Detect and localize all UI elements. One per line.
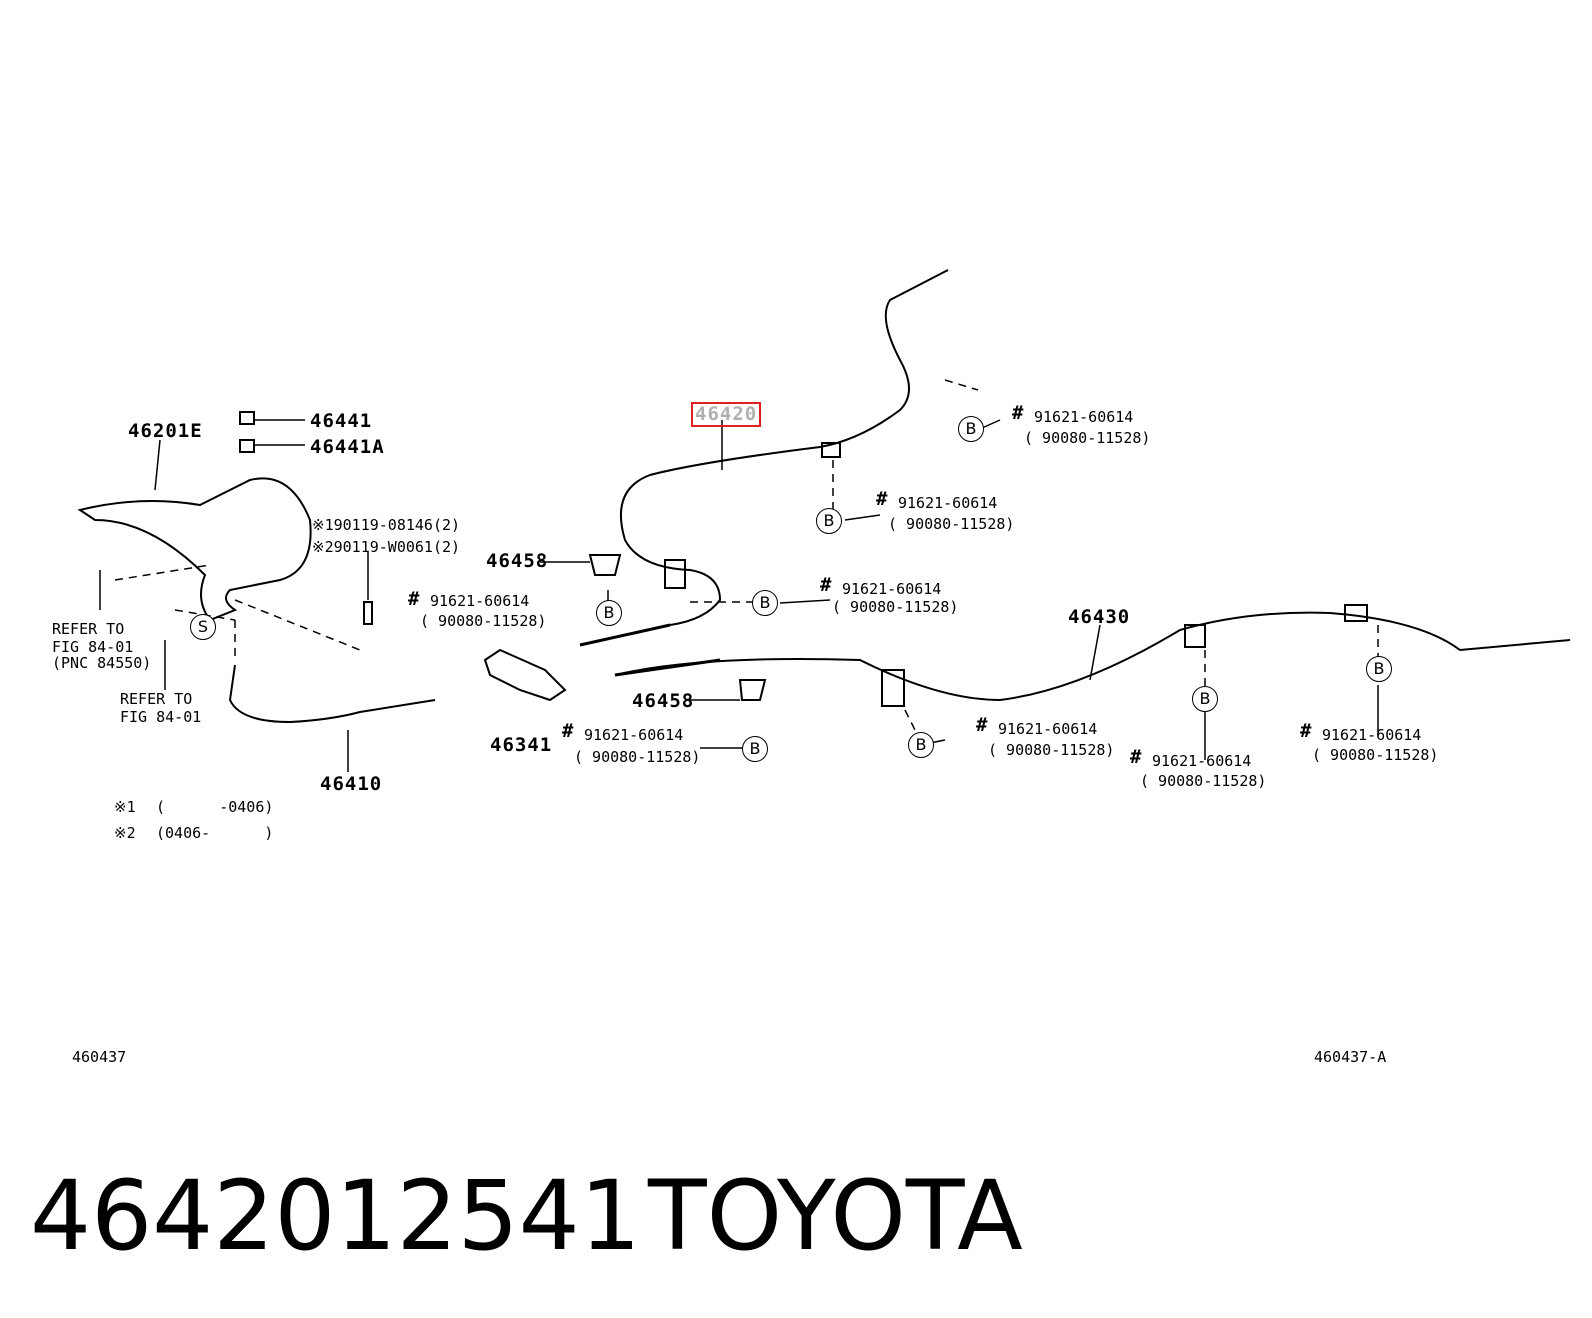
clip-part-2: 91621-60614 (898, 494, 998, 512)
cable-46430-end (614, 658, 721, 677)
bubble-b-5: B (742, 736, 768, 762)
clip-hash-4: # (408, 588, 421, 610)
clip-hash-6: # (976, 714, 989, 736)
bubble-b-2: B (816, 508, 842, 534)
label-46341: 46341 (490, 734, 553, 756)
cable-46430 (614, 611, 1571, 702)
cable-46420 (619, 269, 949, 626)
clip-46430-c (1344, 604, 1368, 622)
clip-hash-2: # (876, 488, 889, 510)
note-1-mark: ※1 (114, 798, 136, 816)
clip-alt-3: ( 90080-11528) (832, 598, 959, 616)
label-46410: 46410 (320, 773, 383, 795)
clip-alt-1: ( 90080-11528) (1024, 429, 1151, 447)
label-46458-a: 46458 (486, 550, 549, 572)
clip-alt-5: ( 90080-11528) (574, 748, 701, 766)
clip-46430-a (881, 669, 905, 707)
footer-brand: TOYOTA (648, 1160, 1023, 1272)
clip-part-6: 91621-60614 (998, 720, 1098, 738)
label-46441: 46441 (310, 410, 373, 432)
label-screw-2: ※290119-W0061(2) (312, 538, 461, 556)
clip-part-4: 91621-60614 (430, 592, 530, 610)
clip-part-3: 91621-60614 (842, 580, 942, 598)
bubble-b-1: B (958, 416, 984, 442)
bubble-b-7: B (1192, 686, 1218, 712)
clip-part-1: 91621-60614 (1034, 408, 1134, 426)
label-46458-b: 46458 (632, 690, 695, 712)
clip-46420-top (821, 442, 841, 458)
refer-2-line-1: REFER TO (120, 690, 193, 708)
label-46420-highlight[interactable]: 46420 (690, 402, 762, 427)
label-46430: 46430 (1068, 606, 1131, 628)
label-screw-1: ※190119-08146(2) (312, 516, 461, 534)
note-2-mark: ※2 (114, 824, 136, 842)
refer-1-line-2: FIG 84-01 (52, 638, 134, 656)
clip-hash-8: # (1300, 720, 1313, 742)
clip-hash-7: # (1130, 746, 1143, 768)
clip-part-7: 91621-60614 (1152, 752, 1252, 770)
clip-hash-3: # (820, 574, 833, 596)
label-46441A: 46441A (310, 436, 385, 458)
clip-part-5: 91621-60614 (584, 726, 684, 744)
clip-alt-7: ( 90080-11528) (1140, 772, 1267, 790)
nut-46441 (239, 411, 255, 425)
refer-1-line-3: (PNC 84550) (52, 654, 152, 672)
clip-46458-a (588, 554, 622, 576)
bracket-46341 (483, 648, 567, 702)
clip-part-8: 91621-60614 (1322, 726, 1422, 744)
clip-alt-6: ( 90080-11528) (988, 741, 1115, 759)
clip-hash-5: # (562, 720, 575, 742)
clip-46458-b (738, 679, 767, 701)
clip-46420-mid (664, 559, 686, 589)
bubble-b-4: B (596, 600, 622, 626)
illustration-code-left: 460437 (72, 1048, 127, 1066)
illustration-code-right: 460437-A (1314, 1048, 1387, 1066)
clip-alt-8: ( 90080-11528) (1312, 746, 1439, 764)
symbol-s: S (190, 614, 216, 640)
cable-46420-end (579, 623, 671, 647)
label-46201E: 46201E (128, 420, 203, 442)
bubble-b-6: B (908, 732, 934, 758)
note-1-range: ( -0406) (156, 798, 274, 816)
bubble-b-3: B (752, 590, 778, 616)
clip-hash-1: # (1012, 402, 1025, 424)
clip-alt-2: ( 90080-11528) (888, 515, 1015, 533)
cable-46410 (228, 664, 436, 724)
refer-2-line-2: FIG 84-01 (120, 708, 202, 726)
refer-1-line-1: REFER TO (52, 620, 125, 638)
washer-46441A (239, 439, 255, 453)
screw-body (363, 601, 373, 625)
lever-handle (77, 477, 312, 622)
clip-46430-b (1184, 624, 1206, 648)
footer-part-number: 4642012541 (30, 1160, 641, 1272)
note-2-range: (0406- ) (156, 824, 274, 842)
bubble-b-8: B (1366, 656, 1392, 682)
clip-alt-4: ( 90080-11528) (420, 612, 547, 630)
